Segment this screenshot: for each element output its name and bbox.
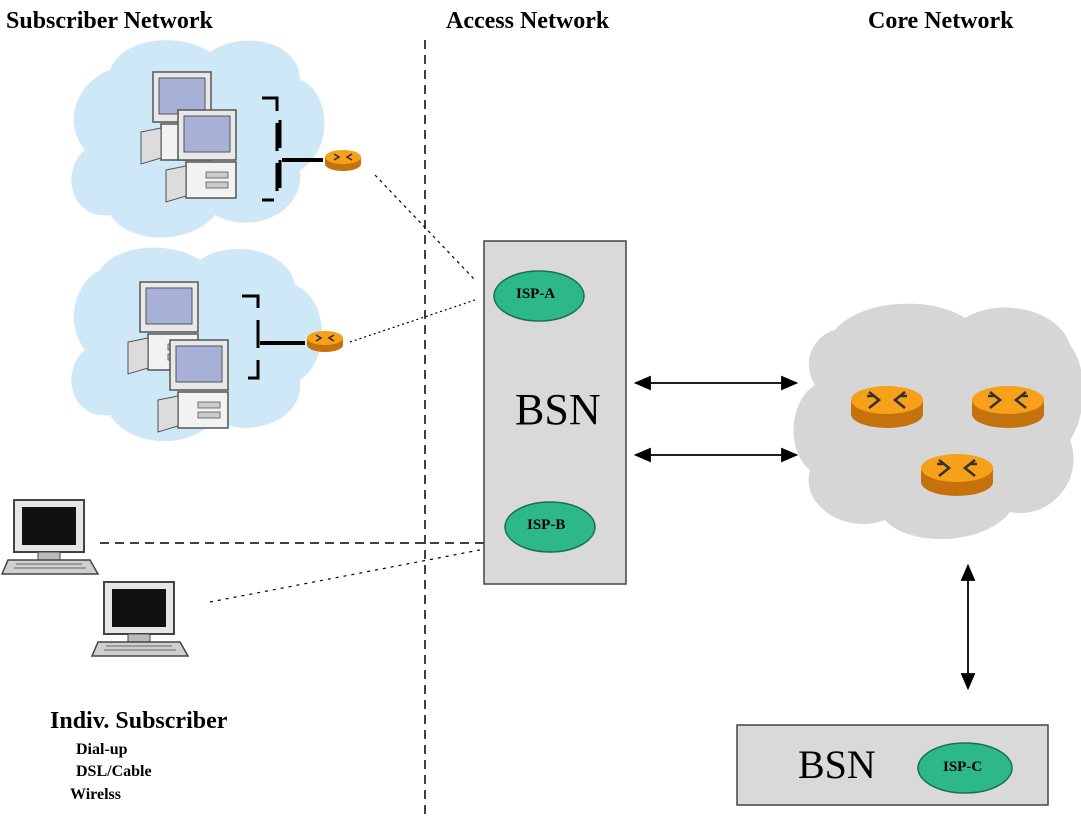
subscriber-type-dialup: Dial-up: [76, 741, 128, 758]
terminal-icon: [91, 581, 189, 657]
bsn-bottom-label: BSN: [798, 742, 876, 787]
subscriber-cloud-2: [71, 247, 322, 442]
bidirectional-arrow: [633, 375, 799, 391]
indiv-subscriber-title: Indiv. Subscriber: [50, 708, 228, 734]
router-icon: [849, 384, 925, 430]
isp-b-node: [504, 501, 596, 553]
isp-a-node: [493, 270, 585, 322]
isp-c-label: ISP-C: [943, 759, 983, 775]
link-line: [209, 547, 491, 603]
subscriber-type-dsl: DSL/Cable: [76, 763, 152, 780]
link-line: [349, 299, 476, 343]
access-network-header: Access Network: [446, 8, 610, 34]
subscriber-network-header: Subscriber Network: [6, 8, 213, 34]
core-network-header: Core Network: [868, 8, 1014, 34]
bidirectional-arrow: [633, 447, 799, 463]
bsn-bottom-box: [736, 724, 1049, 806]
bsn-main-label: BSN: [515, 385, 601, 434]
isp-a-label: ISP-A: [516, 286, 556, 302]
terminal-icon: [1, 499, 99, 575]
bidirectional-arrow: [960, 563, 976, 691]
bsn-main-box: [483, 240, 627, 585]
router-icon: [919, 452, 995, 498]
core-network-cloud: [793, 303, 1081, 540]
subscriber-type-wireless: Wirelss: [70, 786, 121, 803]
isp-b-label: ISP-B: [527, 517, 566, 533]
router-icon: [970, 384, 1046, 430]
link-line: [374, 174, 476, 281]
router-icon: [324, 149, 362, 172]
router-icon: [306, 330, 344, 353]
isp-c-node: [917, 742, 1013, 794]
subscriber-cloud-1: [71, 40, 325, 238]
